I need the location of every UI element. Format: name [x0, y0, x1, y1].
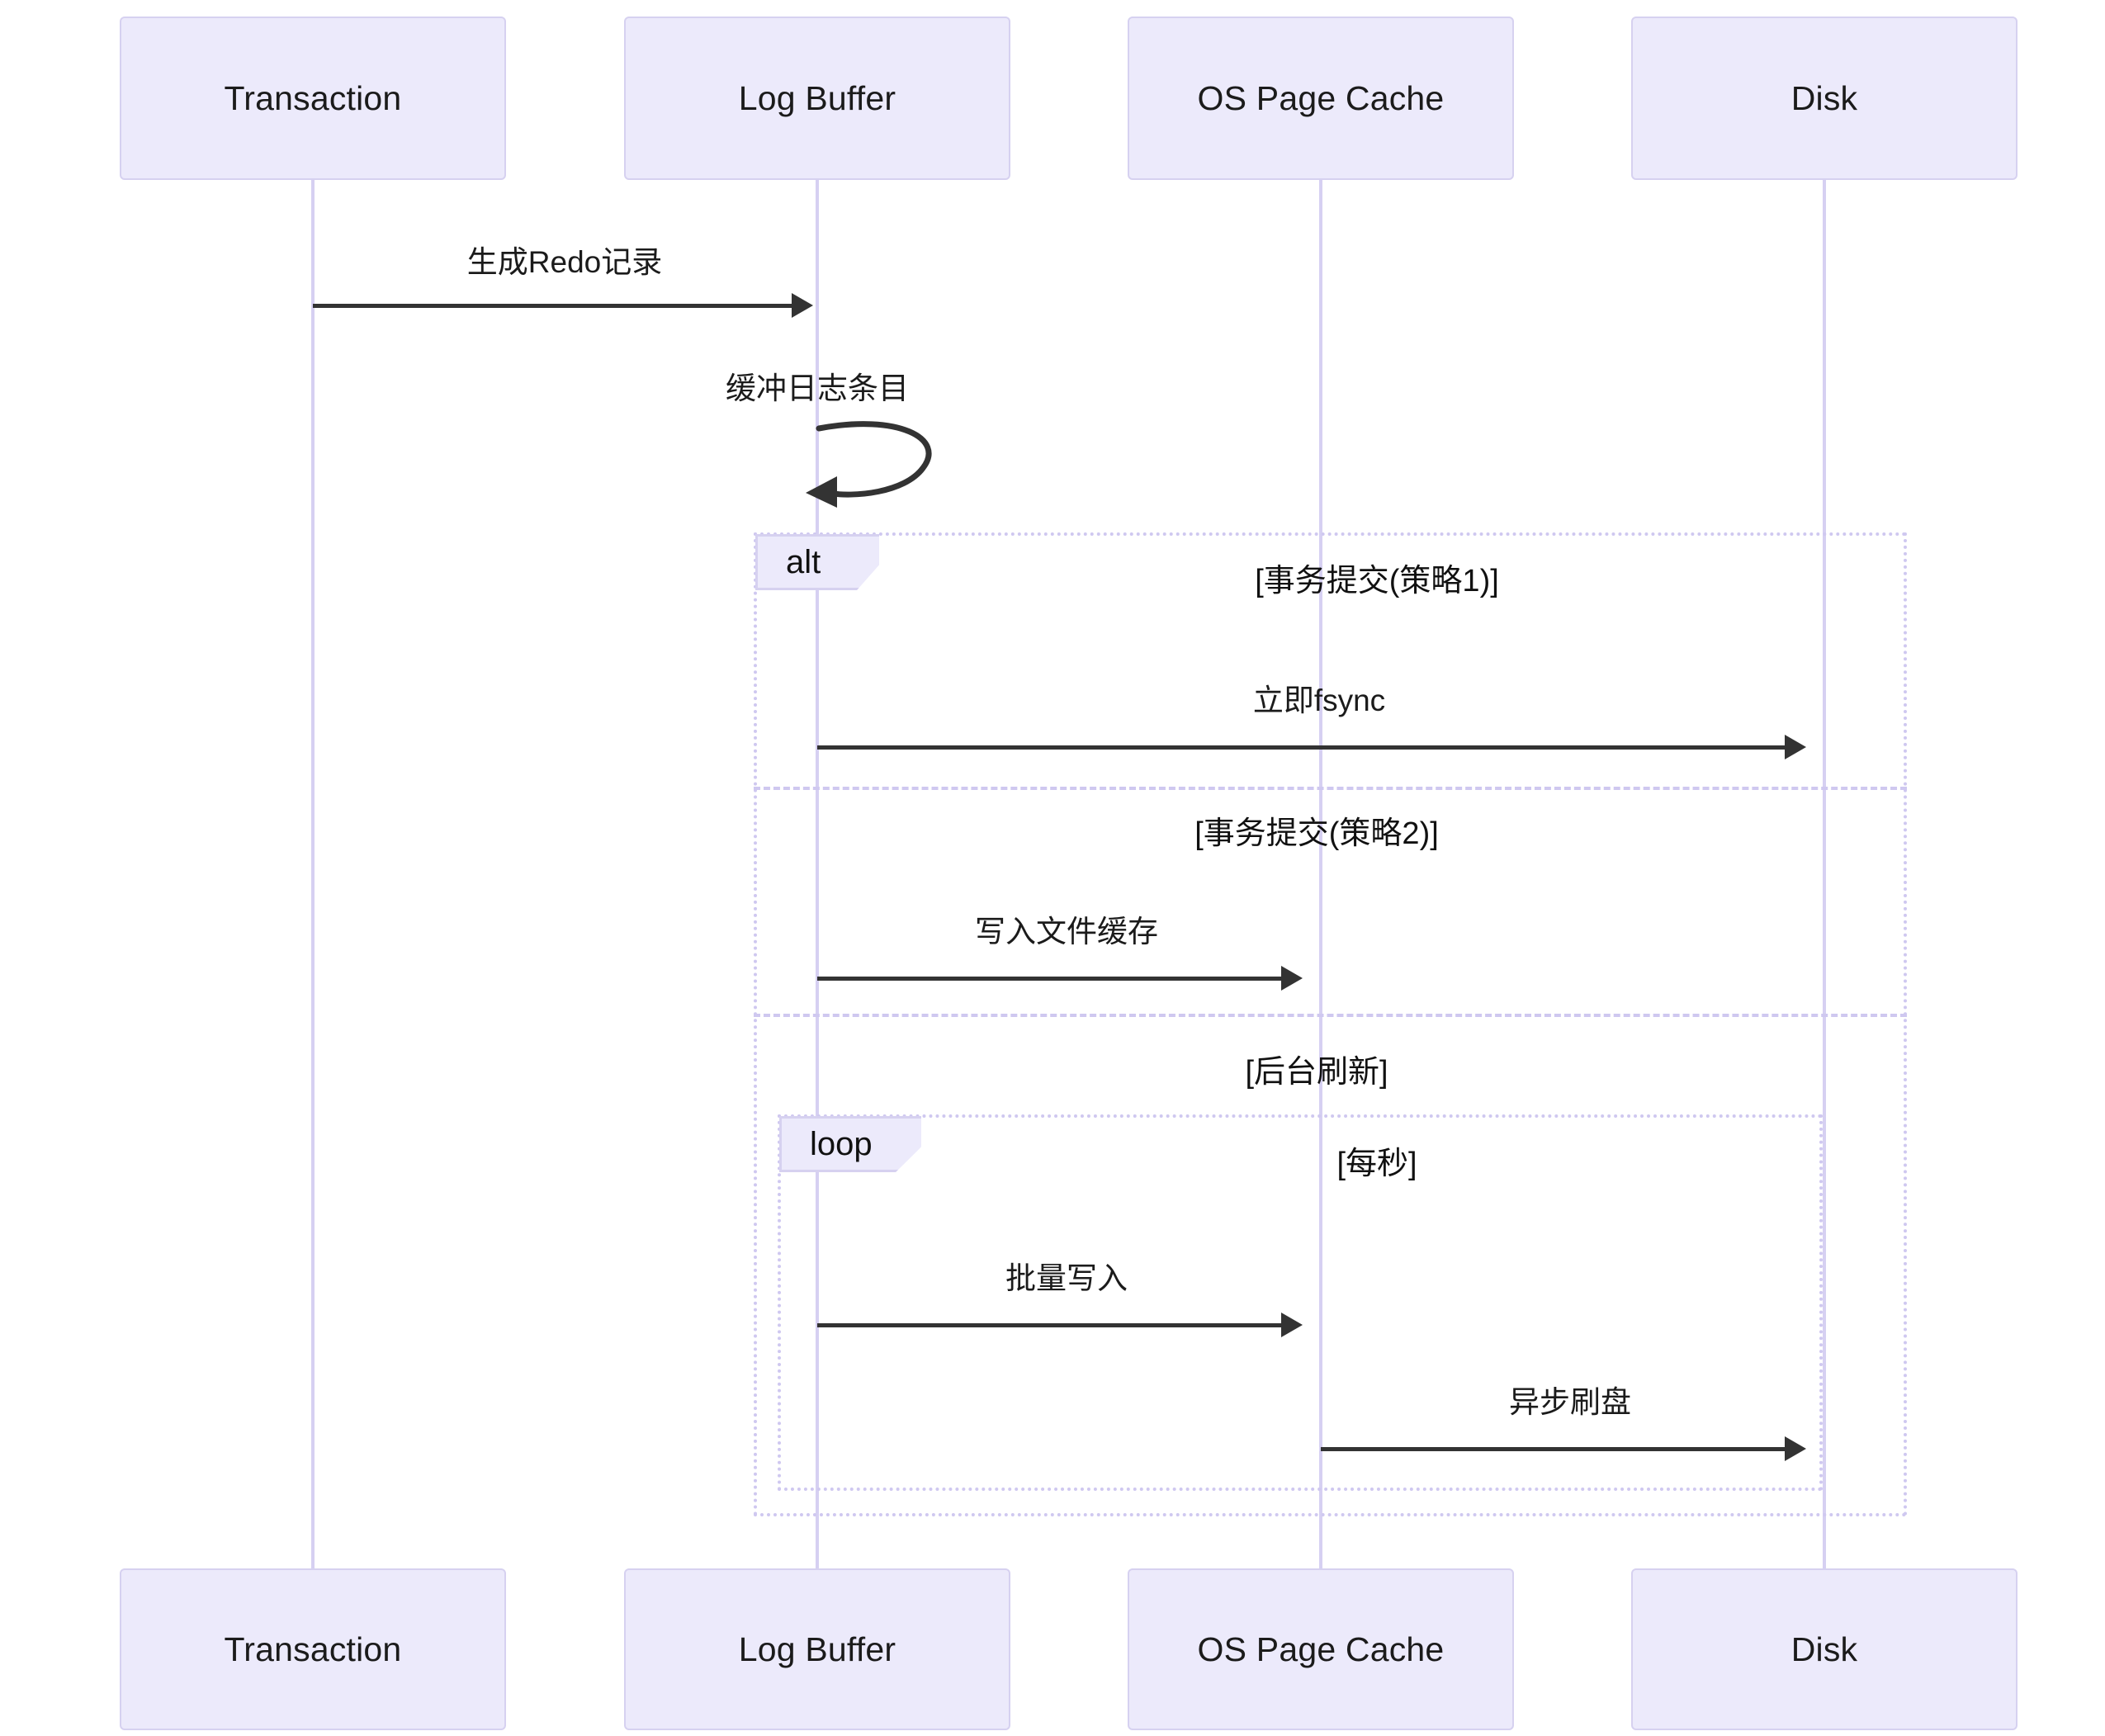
message-line-async-flush — [1321, 1447, 1785, 1451]
participant-log-buffer-bottom[interactable]: Log Buffer — [624, 1568, 1010, 1730]
fragment-alt-divider-1 — [754, 787, 1907, 790]
fragment-alt — [754, 532, 1907, 1516]
message-label-write-file-cache: 写入文件缓存 — [975, 915, 1158, 948]
message-arrowhead-generate-redo — [792, 293, 813, 318]
participant-os-page-cache-top[interactable]: OS Page Cache — [1128, 17, 1514, 180]
fragment-loop-tag: loop — [779, 1116, 921, 1172]
message-selfloop-buffer-log-entry — [806, 421, 932, 508]
participant-transaction-bottom[interactable]: Transaction — [120, 1568, 506, 1730]
message-label-immediate-fsync: 立即fsync — [1252, 684, 1386, 717]
message-line-generate-redo — [313, 304, 792, 308]
message-arrowhead-immediate-fsync — [1785, 735, 1806, 759]
message-arrowhead-batch-write — [1281, 1313, 1303, 1337]
message-label-buffer-log-entry: 缓冲日志条目 — [726, 371, 909, 405]
participant-disk-top[interactable]: Disk — [1631, 17, 2017, 180]
message-label-generate-redo: 生成Redo记录 — [466, 245, 663, 279]
message-arrowhead-write-file-cache — [1281, 966, 1303, 991]
message-line-write-file-cache — [817, 977, 1281, 981]
message-label-async-flush: 异步刷盘 — [1509, 1385, 1631, 1419]
participant-disk-bottom[interactable]: Disk — [1631, 1568, 2017, 1730]
fragment-alt-condition-1: [事务提交(策略1)] — [1255, 564, 1499, 598]
fragment-alt-tag: alt — [755, 534, 879, 590]
participant-transaction-top[interactable]: Transaction — [120, 17, 506, 180]
fragment-alt-divider-2 — [754, 1014, 1907, 1017]
fragment-loop — [778, 1114, 1823, 1491]
message-label-batch-write: 批量写入 — [1005, 1261, 1128, 1295]
message-line-batch-write — [817, 1323, 1281, 1327]
fragment-loop-condition-1: [每秒] — [1336, 1147, 1417, 1181]
lifeline-transaction — [311, 180, 315, 1568]
lifeline-os-page-cache — [1319, 180, 1322, 1568]
message-arrowhead-async-flush — [1785, 1436, 1806, 1461]
message-line-immediate-fsync — [817, 745, 1785, 750]
fragment-alt-condition-3: [后台刷新] — [1245, 1055, 1388, 1090]
lifeline-disk — [1823, 180, 1826, 1568]
lifeline-log-buffer — [816, 180, 819, 1568]
fragment-alt-condition-2: [事务提交(策略2)] — [1194, 816, 1439, 851]
participant-os-page-cache-bottom[interactable]: OS Page Cache — [1128, 1568, 1514, 1730]
participant-log-buffer-top[interactable]: Log Buffer — [624, 17, 1010, 180]
